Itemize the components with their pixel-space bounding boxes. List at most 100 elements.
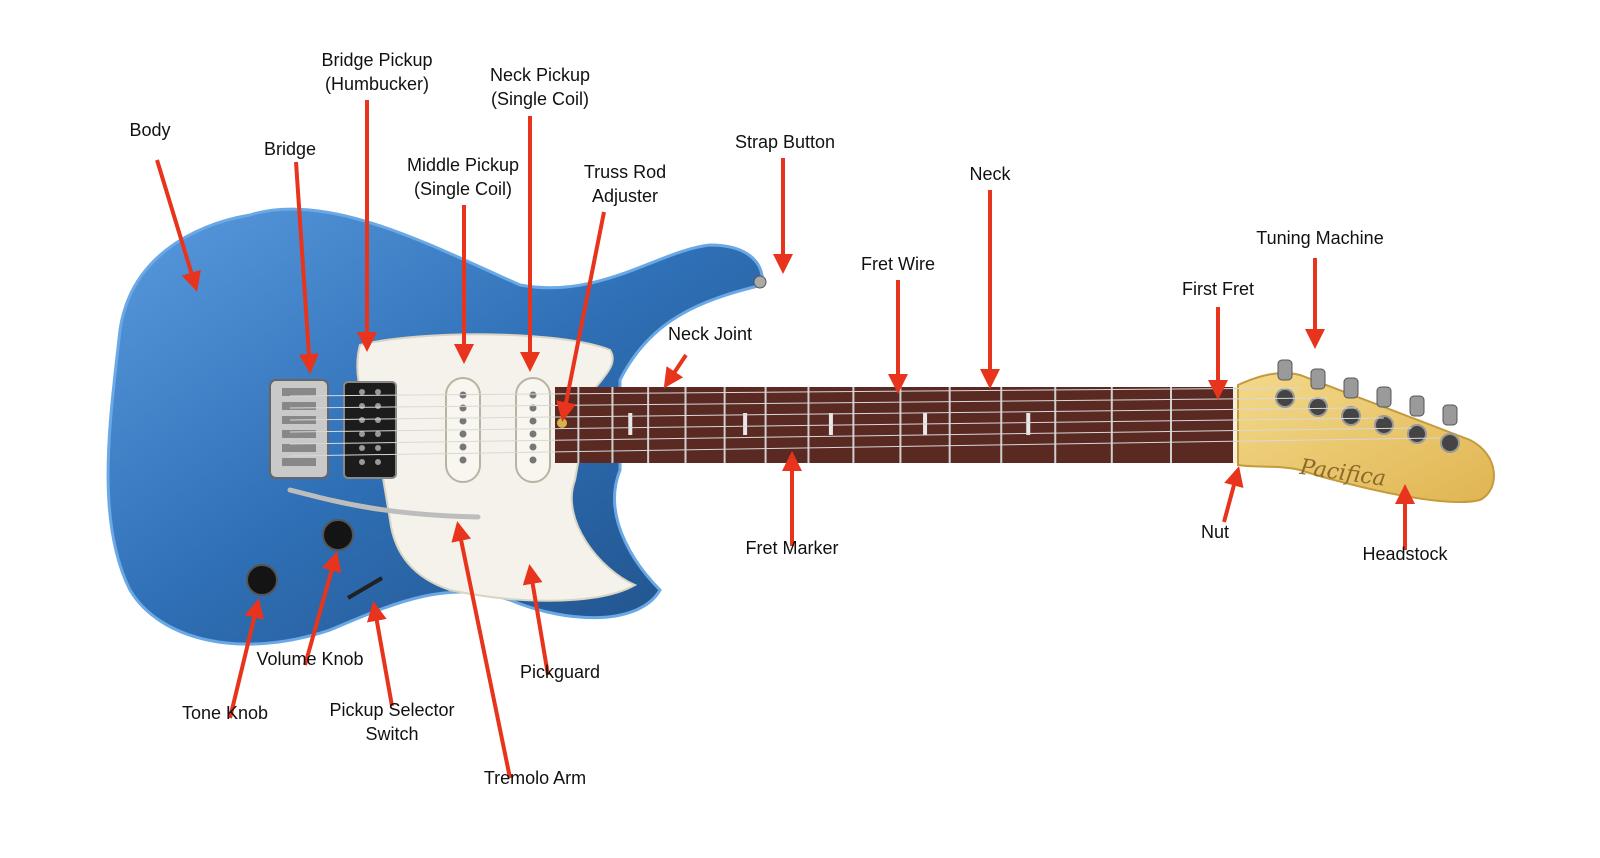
pole-piece [459, 456, 467, 464]
label-body: Body [129, 120, 171, 140]
label-middle-pickup: Middle Pickup (Single Coil) [393, 153, 533, 201]
label-fret-marker: Fret Marker [745, 538, 839, 558]
pole-piece [529, 391, 537, 399]
label-volume-knob: Volume Knob [256, 649, 364, 669]
arrow-bridge [294, 161, 319, 374]
pole-piece [375, 417, 381, 423]
pole-piece [459, 430, 467, 438]
guitar-string [289, 387, 1301, 397]
pole-piece [459, 443, 467, 451]
label-tremolo-arm: Tremolo Arm [483, 768, 587, 788]
pole-piece [529, 404, 537, 412]
label-tone-knob: Tone Knob [181, 703, 269, 723]
pole-piece [459, 417, 467, 425]
tuner-peg [1374, 415, 1394, 435]
label-middle-pickup-line1: Middle Pickup [406, 155, 520, 175]
nut-shape [1233, 387, 1239, 463]
label-neck-joint: Neck Joint [667, 324, 753, 344]
bridge-saddle [282, 430, 316, 438]
guitar-string [289, 427, 1413, 445]
pole-piece [375, 431, 381, 437]
label-fret-wire: Fret Wire [861, 254, 935, 274]
pole-pieces [359, 389, 537, 465]
bridge-saddle [282, 402, 316, 410]
fret-marker [1026, 413, 1031, 435]
pole-piece [359, 403, 365, 409]
label-truss-rod-line1: Truss Rod [583, 162, 667, 182]
pole-piece [375, 403, 381, 409]
label-neck-pickup-line2: (Single Coil) [490, 89, 590, 109]
label-neck-pickup-line1: Neck Pickup [489, 65, 591, 85]
pole-piece [459, 404, 467, 412]
guitar-string [289, 397, 1329, 409]
pole-piece [529, 443, 537, 451]
pole-piece [359, 445, 365, 451]
guitar-string [289, 437, 1441, 457]
arrow-pickup-selector [366, 601, 394, 707]
tuning-machines [1275, 359, 1460, 453]
label-bridge: Bridge [263, 139, 317, 159]
label-pickup-selector-line2: Switch [365, 724, 419, 744]
arrow-body [155, 159, 201, 292]
fret-marker [743, 413, 748, 435]
tone-knob-shape [246, 564, 278, 596]
arrow-tone-knob [228, 598, 264, 719]
label-neck-pickup: Neck Pickup (Single Coil) [470, 63, 610, 111]
arrow-tremolo-arm [451, 521, 512, 779]
fret-marker [828, 413, 833, 435]
pole-piece [375, 445, 381, 451]
tuner-key [1277, 359, 1293, 381]
pole-piece [529, 417, 537, 425]
tuner-key [1310, 368, 1326, 390]
arrow-neck-joint [663, 353, 688, 389]
pole-piece [359, 459, 365, 465]
strap-button-shape [753, 275, 767, 289]
pole-piece [375, 459, 381, 465]
label-truss-rod-line2: Adjuster [591, 186, 659, 206]
label-bridge-pickup: Bridge Pickup (Humbucker) [307, 48, 447, 96]
tuner-key [1442, 404, 1458, 426]
tremolo-arm-shape [287, 487, 481, 520]
label-nut: Nut [1200, 522, 1229, 542]
arrow-pickguard [522, 564, 550, 676]
neck-pickup-shape [515, 377, 551, 483]
arrow-volume-knob [303, 551, 342, 666]
pole-piece [359, 389, 365, 395]
fretboard [555, 387, 1235, 463]
bridge-saddle [282, 388, 316, 396]
label-pickup-selector: Pickup Selector Switch [322, 698, 462, 746]
bridge-saddle [282, 458, 316, 466]
tuner-key [1376, 386, 1392, 408]
volume-knob-shape [322, 519, 354, 551]
pole-piece [529, 456, 537, 464]
label-bridge-pickup-line2: (Humbucker) [324, 74, 430, 94]
guitar-string [289, 417, 1385, 433]
label-headstock: Headstock [1362, 544, 1448, 564]
selector-switch-shape [346, 576, 384, 600]
label-tuning-machine: Tuning Machine [1256, 228, 1384, 248]
truss-rod-shape [557, 418, 567, 428]
label-middle-pickup-line2: (Single Coil) [413, 179, 513, 199]
pole-piece [359, 431, 365, 437]
label-strap-button: Strap Button [734, 132, 836, 152]
label-first-fret: First Fret [1182, 279, 1254, 299]
tuner-peg [1341, 406, 1361, 426]
bridge-saddle [282, 444, 316, 452]
arrow-nut [1222, 466, 1244, 523]
callout-arrows [155, 100, 1415, 779]
tuner-key [1343, 377, 1359, 399]
tuner-key [1409, 395, 1425, 417]
fret-marker [628, 413, 633, 435]
label-pickup-selector-line1: Pickup Selector [329, 700, 455, 720]
tuner-peg [1308, 397, 1328, 417]
arrow-truss-rod [556, 211, 606, 422]
label-neck: Neck [969, 164, 1011, 184]
label-pickguard: Pickguard [519, 662, 601, 682]
guitar-strings [289, 387, 1441, 457]
humbucker-pickup [343, 381, 397, 479]
label-truss-rod: Truss Rod Adjuster [570, 160, 680, 208]
pole-piece [359, 417, 365, 423]
label-bridge-pickup-line1: Bridge Pickup [321, 50, 433, 70]
